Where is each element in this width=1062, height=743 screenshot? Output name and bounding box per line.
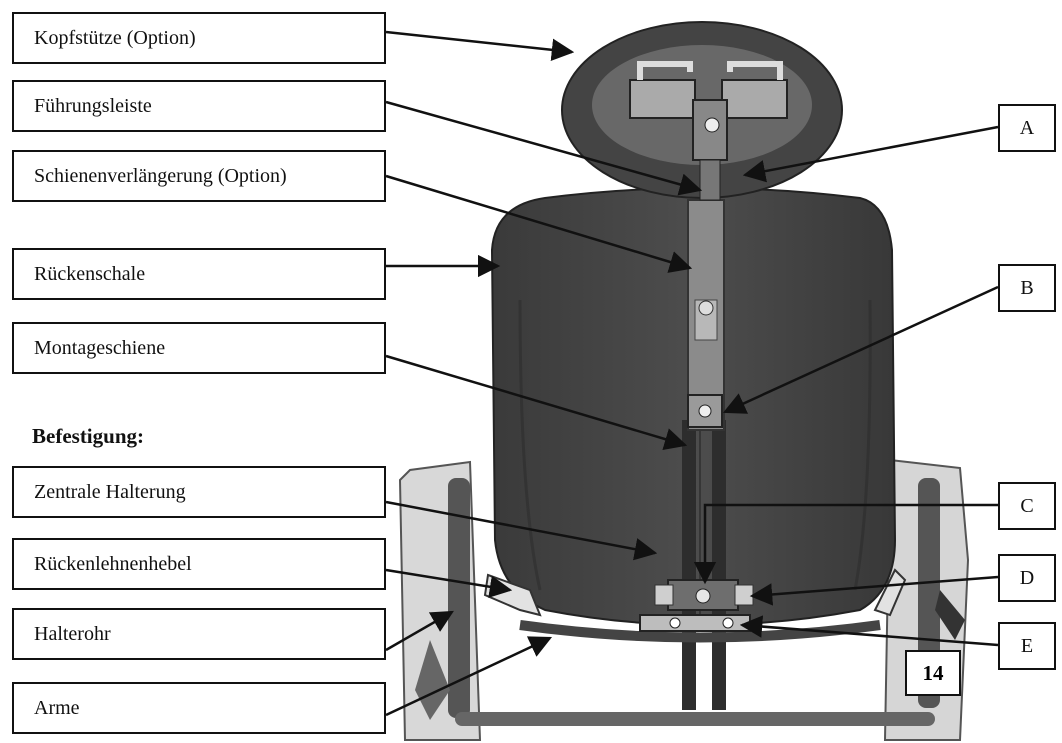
arrow-c (693, 503, 998, 585)
label-arme: Arme (12, 682, 386, 734)
label-rueckenschale: Rückenschale (12, 248, 386, 300)
arrow-e (739, 615, 999, 647)
section-heading-befestigung: Befestigung: (32, 424, 144, 448)
arrow-arme (385, 636, 553, 717)
letter-box-d: D (998, 554, 1056, 602)
backrest-lever-right (873, 568, 907, 617)
arrow-fuehrungsleiste (385, 100, 703, 196)
letter-callout-arrows (693, 125, 999, 647)
central-mount (639, 579, 754, 632)
arrow-a (742, 125, 999, 183)
label-kopfstuetze: Kopfstütze (Option) (12, 12, 386, 64)
arrow-kopfstuetze (385, 30, 575, 62)
letter-box-c: C (998, 482, 1056, 530)
figure-number-badge: 14 (905, 650, 961, 696)
letter-box-a: A (998, 104, 1056, 152)
arrow-zentrale-halterung (385, 500, 658, 561)
letter-box-b: B (998, 264, 1056, 312)
arrow-rueckenlehnenhebel (385, 568, 513, 598)
label-fuehrungsleiste: Führungsleiste (12, 80, 386, 132)
headrest-bracket (629, 61, 788, 201)
label-schienenverlaengerung: Schienenverlängerung (Option) (12, 150, 386, 202)
label-montageschiene: Montageschiene (12, 322, 386, 374)
clamp-b (687, 394, 723, 428)
callout-arrows (385, 30, 703, 717)
arrow-halterohr (385, 610, 454, 652)
label-rueckenlehnenhebel: Rückenlehnenhebel (12, 538, 386, 590)
label-zentrale-halterung: Zentrale Halterung (12, 466, 386, 518)
arrow-schienenverlaengerung (385, 174, 693, 273)
crossbar (519, 620, 881, 643)
arrow-b (722, 285, 999, 414)
arrow-d (749, 575, 999, 606)
mounting-rail-tube-right (712, 420, 726, 710)
mounting-rail-tube-left (682, 420, 696, 710)
arrow-montageschiene (385, 354, 688, 451)
label-halterohr: Halterohr (12, 608, 386, 660)
letter-box-e: E (998, 622, 1056, 670)
